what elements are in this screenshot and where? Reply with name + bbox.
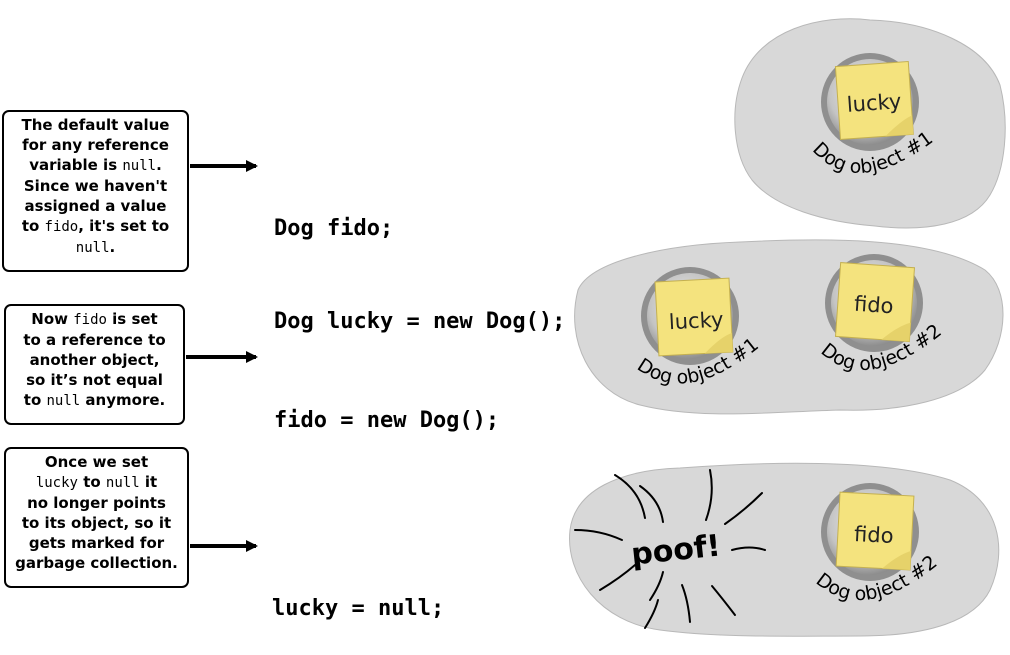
callout-line: for any reference [22, 136, 169, 154]
burst-line [705, 469, 713, 521]
callout-line: to its object, so it [21, 514, 172, 532]
burst-line [639, 485, 664, 523]
code-line: lucky = null; [272, 596, 445, 621]
note-label-fido: fido [853, 292, 894, 319]
note-curl [881, 322, 911, 342]
burst-line [711, 585, 736, 616]
burst-line [731, 546, 766, 551]
code-block-lucky-null: lucky = null; [272, 531, 444, 655]
callout-line: to null anymore. [23, 391, 166, 409]
code-line: Dog lucky = new Dog(); [274, 309, 566, 334]
dog-object-1: lucky Dog object #1 [808, 53, 937, 178]
burst-line [574, 529, 623, 541]
callout-line: gets marked for [28, 534, 165, 552]
callout-line: Now fido is set [31, 310, 158, 328]
callout-line: Since we haven't [23, 177, 168, 195]
callout-line: garbage collection. [15, 554, 178, 572]
callout-line: assigned a value [24, 197, 167, 215]
burst-line [614, 474, 646, 519]
sticky-note [654, 277, 734, 357]
burst-line [644, 599, 659, 629]
dog-object-2: fido Dog object #2 [817, 254, 946, 375]
burst-line [681, 584, 691, 623]
burst-line [649, 571, 664, 601]
heap-blob-2 [574, 239, 1004, 415]
callout-line: another object, [29, 351, 160, 369]
callout-line: variable is null. [29, 156, 162, 174]
diagram-canvas: lucky Dog object #1 lucky Dog object #1 … [186, 18, 1006, 637]
dog-object-2: fido Dog object #2 [812, 483, 941, 605]
code-block-declarations: Dog fido; Dog lucky = new Dog(); [274, 151, 565, 368]
note-curl [704, 333, 733, 354]
callout-line: Once we set [44, 453, 149, 471]
sticky-note [834, 262, 916, 343]
callout-lucky-null: Once we set lucky to null it no longer p… [4, 447, 189, 588]
poof-burst [574, 469, 766, 629]
callout-line: The default value [21, 116, 170, 134]
code-line: Dog fido; [274, 216, 394, 241]
callout-line: to fido, it's set to [21, 217, 170, 235]
callout-line: to a reference to [23, 331, 166, 349]
callout-line: no longer points [27, 494, 166, 512]
sticky-note [834, 60, 914, 140]
callout-fido-assigned: Now fido is set to a reference to anothe… [4, 304, 185, 425]
callout-default-null: The default value for any reference vari… [2, 110, 189, 272]
callout-line: so it’s not equal [26, 371, 163, 389]
code-block-fido-assign: fido = new Dog(); [274, 343, 499, 467]
note-curl [882, 550, 912, 570]
callout-line: null. [75, 238, 116, 256]
burst-line [599, 564, 636, 591]
note-label-lucky: lucky [668, 307, 724, 334]
burst-line [724, 492, 763, 525]
sticky-note [835, 491, 915, 571]
note-label-fido: fido [854, 522, 895, 548]
note-label-lucky: lucky [846, 89, 902, 117]
code-line: fido = new Dog(); [274, 408, 500, 433]
note-curl [885, 115, 914, 137]
callout-line: lucky to null it [35, 473, 158, 491]
dog-object-1: lucky Dog object #1 [633, 267, 763, 389]
